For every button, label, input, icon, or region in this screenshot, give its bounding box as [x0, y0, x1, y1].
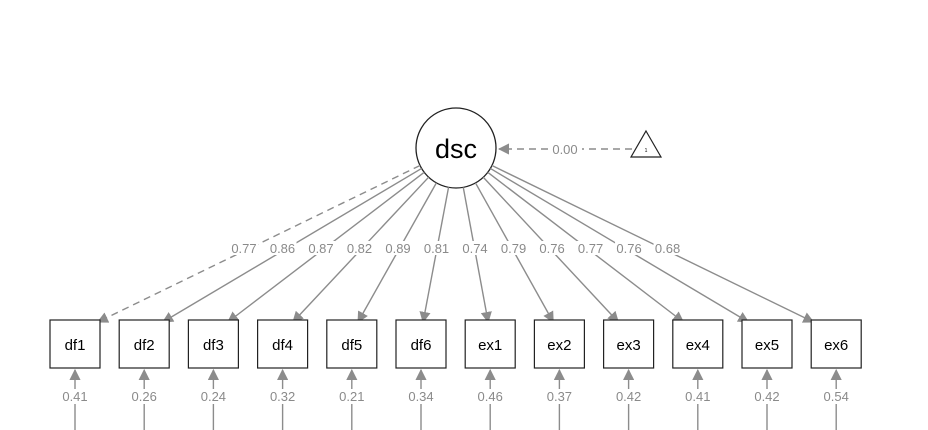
loading-label-df3: 0.87	[308, 241, 333, 256]
loading-label-bg-ex2	[499, 241, 528, 255]
indicator-label-df3: df3	[203, 337, 224, 354]
indicator-box-ex5	[741, 319, 793, 369]
loading-label-ex2: 0.79	[501, 241, 526, 256]
residual-label-ex4: 0.41	[685, 389, 710, 404]
latent-label: dsc	[435, 134, 477, 164]
indicator-label-ex2: ex2	[547, 337, 571, 354]
loading-label-bg-df3	[307, 241, 336, 255]
loading-label-bg-df1	[229, 241, 258, 255]
residual-label-df2: 0.26	[132, 389, 157, 404]
indicator-label-ex4: ex4	[686, 337, 710, 354]
indicator-box-ex1	[464, 319, 516, 369]
residual-label-ex6: 0.54	[824, 389, 849, 404]
residual-label-df1: 0.41	[62, 389, 87, 404]
indicator-label-ex6: ex6	[824, 337, 848, 354]
indicator-box-df5	[326, 319, 378, 369]
residual-label-bg-ex6	[822, 389, 851, 404]
indicator-box-df6	[395, 319, 447, 369]
loading-label-bg-df6	[422, 241, 451, 255]
indicator-box-df1	[49, 319, 101, 369]
indicator-box-ex3	[602, 319, 655, 369]
residual-label-bg-ex4	[683, 389, 712, 404]
loading-label-df6: 0.81	[424, 241, 449, 256]
residual-label-ex3: 0.42	[616, 389, 641, 404]
loading-label-df5: 0.89	[385, 241, 410, 256]
loading-label-bg-ex3	[538, 241, 567, 255]
residual-label-df6: 0.34	[408, 389, 433, 404]
residual-label-ex2: 0.37	[547, 389, 572, 404]
indicator-label-df6: df6	[411, 337, 432, 354]
indicator-box-ex4	[672, 319, 724, 369]
loading-label-df1: 0.77	[231, 241, 256, 256]
loading-label-bg-df5	[384, 241, 413, 255]
residual-label-bg-df1	[61, 389, 89, 404]
indicator-label-df5: df5	[341, 337, 362, 354]
loading-label-bg-df2	[268, 241, 297, 255]
residual-label-df3: 0.24	[201, 389, 226, 404]
residual-label-ex5: 0.42	[754, 389, 779, 404]
indicator-box-ex2	[533, 319, 586, 369]
residual-label-bg-ex3	[614, 389, 643, 404]
residual-label-bg-ex1	[476, 389, 505, 404]
intercept-path-label: 0.00	[552, 142, 577, 157]
residual-label-bg-ex5	[753, 389, 781, 404]
residual-label-bg-df2	[130, 389, 159, 404]
loading-label-bg-df4	[345, 241, 374, 255]
loading-label-ex3: 0.76	[539, 241, 564, 256]
intercept-path-label-bg	[548, 141, 582, 157]
residual-label-bg-ex2	[545, 389, 574, 404]
indicator-box-df4	[257, 319, 309, 369]
indicator-label-ex3: ex3	[617, 337, 641, 354]
loading-label-bg-ex1	[461, 241, 490, 255]
indicator-label-df4: df4	[272, 337, 293, 354]
loading-path-ex6	[491, 164, 815, 323]
loading-label-ex6: 0.68	[655, 241, 680, 256]
residual-label-bg-df5	[337, 389, 366, 404]
residual-label-ex1: 0.46	[478, 389, 503, 404]
intercept-triangle-label: 1	[645, 148, 648, 154]
latent-node	[415, 107, 497, 189]
intercept-triangle	[629, 129, 663, 158]
indicator-label-ex5: ex5	[755, 337, 779, 354]
loading-label-bg-ex5	[615, 241, 644, 255]
loading-label-ex4: 0.77	[578, 241, 603, 256]
loading-label-bg-ex4	[576, 241, 605, 255]
residual-label-bg-df3	[199, 389, 228, 404]
loading-label-df2: 0.86	[270, 241, 295, 256]
indicator-box-df3	[187, 319, 239, 369]
indicator-box-ex6	[810, 319, 862, 369]
loading-label-df4: 0.82	[347, 241, 372, 256]
residual-label-bg-df6	[407, 389, 435, 404]
indicator-label-ex1: ex1	[478, 337, 502, 354]
residual-label-df4: 0.32	[270, 389, 295, 404]
residual-label-df5: 0.21	[339, 389, 364, 404]
loading-label-bg-ex6	[653, 241, 682, 255]
loading-label-ex1: 0.74	[462, 241, 487, 256]
residual-label-bg-df4	[268, 389, 297, 404]
indicator-label-df1: df1	[65, 337, 86, 354]
indicator-label-df2: df2	[134, 337, 155, 354]
loading-label-ex5: 0.76	[616, 241, 641, 256]
indicator-box-df2	[118, 319, 170, 369]
